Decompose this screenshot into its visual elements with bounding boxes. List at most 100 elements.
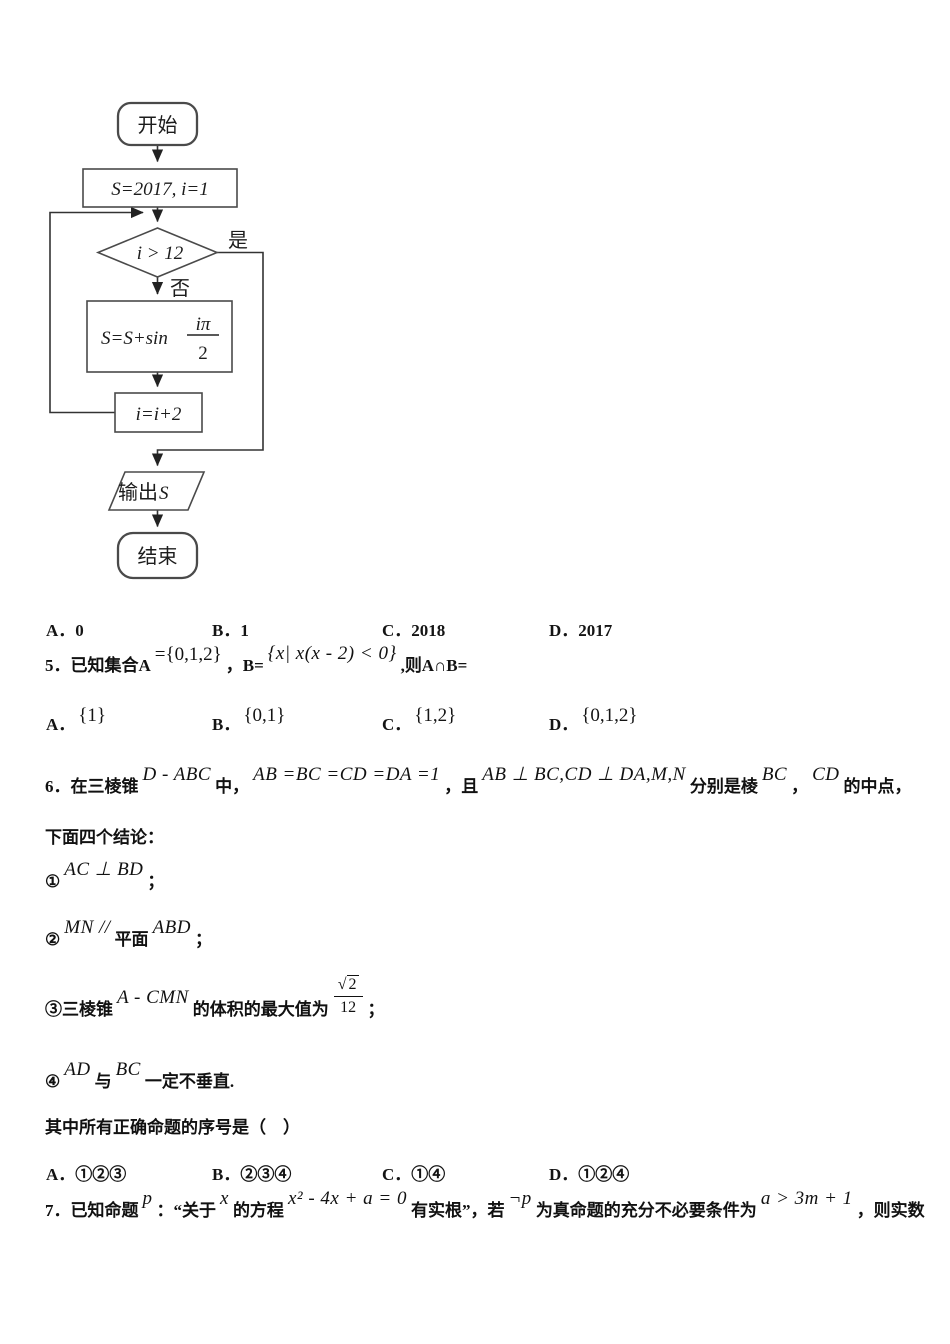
option-letter: D．	[549, 1165, 579, 1184]
math-edge-lengths: AB =BC =CD =DA =1	[253, 764, 441, 785]
option-d: D．{0,1,2}	[549, 705, 638, 736]
option-letter: B．	[212, 1165, 241, 1184]
option-value: {0,1}	[243, 705, 286, 726]
fraction-numerator: √2	[333, 975, 363, 997]
circled-number-2: ②	[45, 930, 61, 949]
flow-condition-label: i > 12	[137, 243, 184, 264]
stem-text: ：“关于	[156, 1201, 217, 1220]
math-not-p: ¬p	[508, 1188, 532, 1209]
tetra-text: 三棱锥	[62, 1000, 113, 1019]
option-b: B．1	[212, 616, 249, 641]
option-c: C．①④	[382, 1160, 445, 1185]
option-value: ②③④	[240, 1165, 292, 1184]
math-p: p	[142, 1188, 153, 1209]
math-plane-abd: ABD	[152, 917, 191, 938]
fraction-denominator: 12	[340, 999, 357, 1016]
question6-item2: ②MN //平面ABD；	[45, 917, 212, 951]
question5-stem: 5．已知集合A={0,1,2}，B={x| x(x - 2) < 0},则A∩B…	[45, 643, 468, 677]
question4-options-row: A．0 B．1 C．2018 D．2017	[0, 616, 950, 642]
math-perpendicular-conditions: AB ⊥ BC,CD ⊥ DA,M,N	[482, 764, 686, 785]
option-a: A．{1}	[46, 705, 106, 736]
stem-text: 已知集合A	[70, 656, 151, 675]
flow-yes-branch-line	[151, 251, 264, 467]
option-d: D．2017	[549, 616, 612, 641]
flow-start-label: 开始	[138, 114, 178, 137]
option-letter: A．	[46, 1165, 76, 1184]
question6-item1: ①AC ⊥ BD；	[45, 859, 165, 893]
option-letter: A．	[46, 621, 76, 640]
option-value: 1	[240, 621, 249, 640]
option-value: ①②④	[578, 1165, 630, 1184]
stem-text: 为真命题的充分不必要条件为	[535, 1201, 757, 1220]
stem-text: ,则A∩B=	[400, 656, 468, 675]
option-b: B．②③④	[212, 1160, 291, 1185]
math-quadratic: x² - 4x + a = 0	[287, 1188, 407, 1209]
question6-stem: 6．在三棱锥D - ABC中，AB =BC =CD =DA =1，且AB ⊥ B…	[45, 764, 912, 798]
stem-text: ，B=	[225, 656, 264, 675]
stem-text: 已知命题	[70, 1201, 139, 1220]
stem-text: 有实根”，若	[410, 1201, 505, 1220]
question-number: 7．	[45, 1201, 71, 1220]
question7-stem: 7．已知命题p：“关于x的方程x² - 4x + a = 0有实根”，若¬p为真…	[45, 1188, 925, 1222]
option-value: {1}	[78, 705, 107, 726]
plane-text: 平面	[114, 930, 149, 949]
math-set-b: {x| x(x - 2) < 0}	[267, 643, 397, 664]
math-tetra-name: D - ABC	[142, 764, 212, 785]
math-x: x	[220, 1188, 229, 1209]
flow-no-label: 否	[170, 278, 190, 300]
option-a: A．0	[46, 616, 84, 641]
flowchart: 开始 S=2017, i=1 i > 12 是 否 S=S+sin iπ 2 i…	[49, 101, 264, 580]
circled-number-3: ③	[45, 1000, 62, 1019]
flow-init-label: S=2017, i=1	[111, 179, 208, 200]
punctuation: ；	[147, 872, 165, 891]
option-letter: D．	[549, 715, 579, 734]
stem-text: ，	[791, 777, 809, 796]
conclusion-text: 一定不垂直.	[144, 1072, 235, 1091]
option-letter: B．	[212, 715, 241, 734]
punctuation: ；	[367, 1000, 385, 1019]
question6-intro-conclusions: 下面四个结论：	[45, 827, 164, 849]
option-value: ①②③	[75, 1165, 127, 1184]
flow-init-node	[82, 168, 238, 208]
flow-yes-label: 是	[228, 230, 248, 252]
stem-text: 分别是棱	[689, 777, 758, 796]
math-inequality: a > 3m + 1	[760, 1188, 853, 1209]
flow-compute-node	[86, 300, 233, 373]
circled-number-1: ①	[45, 872, 61, 891]
intro-text: 下面四个结论：	[45, 828, 164, 847]
option-value: 0	[75, 621, 84, 640]
math-edge-bc: BC	[761, 764, 788, 785]
flow-compute-prefix: S=S+sin	[101, 328, 168, 349]
flow-end-label: 结束	[138, 545, 178, 568]
question-number: 5．	[45, 656, 71, 675]
flow-start-node	[116, 101, 199, 147]
flow-loop-back-line	[49, 206, 144, 414]
flow-compute-frac-den: 2	[198, 343, 208, 364]
math-ad: AD	[64, 1059, 91, 1080]
math-bc: BC	[115, 1059, 141, 1080]
option-a: A．①②③	[46, 1160, 126, 1185]
flow-output-label: 输出	[118, 481, 158, 504]
flow-increment-node	[114, 392, 203, 433]
circled-number-4: ④	[45, 1072, 61, 1091]
option-letter: C．	[382, 715, 412, 734]
punctuation: ；	[195, 930, 212, 949]
flow-increment-label: i=i+2	[136, 404, 182, 425]
flow-compute-frac-num: iπ	[196, 314, 211, 335]
stem-text: 的中点，	[843, 777, 912, 796]
question-number: 6．	[45, 777, 71, 796]
question5-options-row: A．{1} B．{0,1} C．{1,2} D．{0,1,2}	[0, 705, 950, 736]
stem-text: ，则实数	[856, 1201, 925, 1220]
volume-text: 的体积的最大值为	[192, 1000, 329, 1019]
stem-text: 的方程	[232, 1201, 284, 1220]
math-set-a: ={0,1,2}	[154, 644, 222, 665]
option-c: C．2018	[382, 616, 445, 641]
option-c: C．{1,2}	[382, 705, 456, 736]
option-b: B．{0,1}	[212, 705, 285, 736]
and-text: 与	[94, 1072, 112, 1091]
stem-text: 中，	[215, 777, 250, 796]
question6-options-row: A．①②③ B．②③④ C．①④ D．①②④	[0, 1160, 950, 1186]
math-mn-parallel: MN //	[64, 917, 111, 938]
option-value: 2018	[411, 621, 446, 640]
